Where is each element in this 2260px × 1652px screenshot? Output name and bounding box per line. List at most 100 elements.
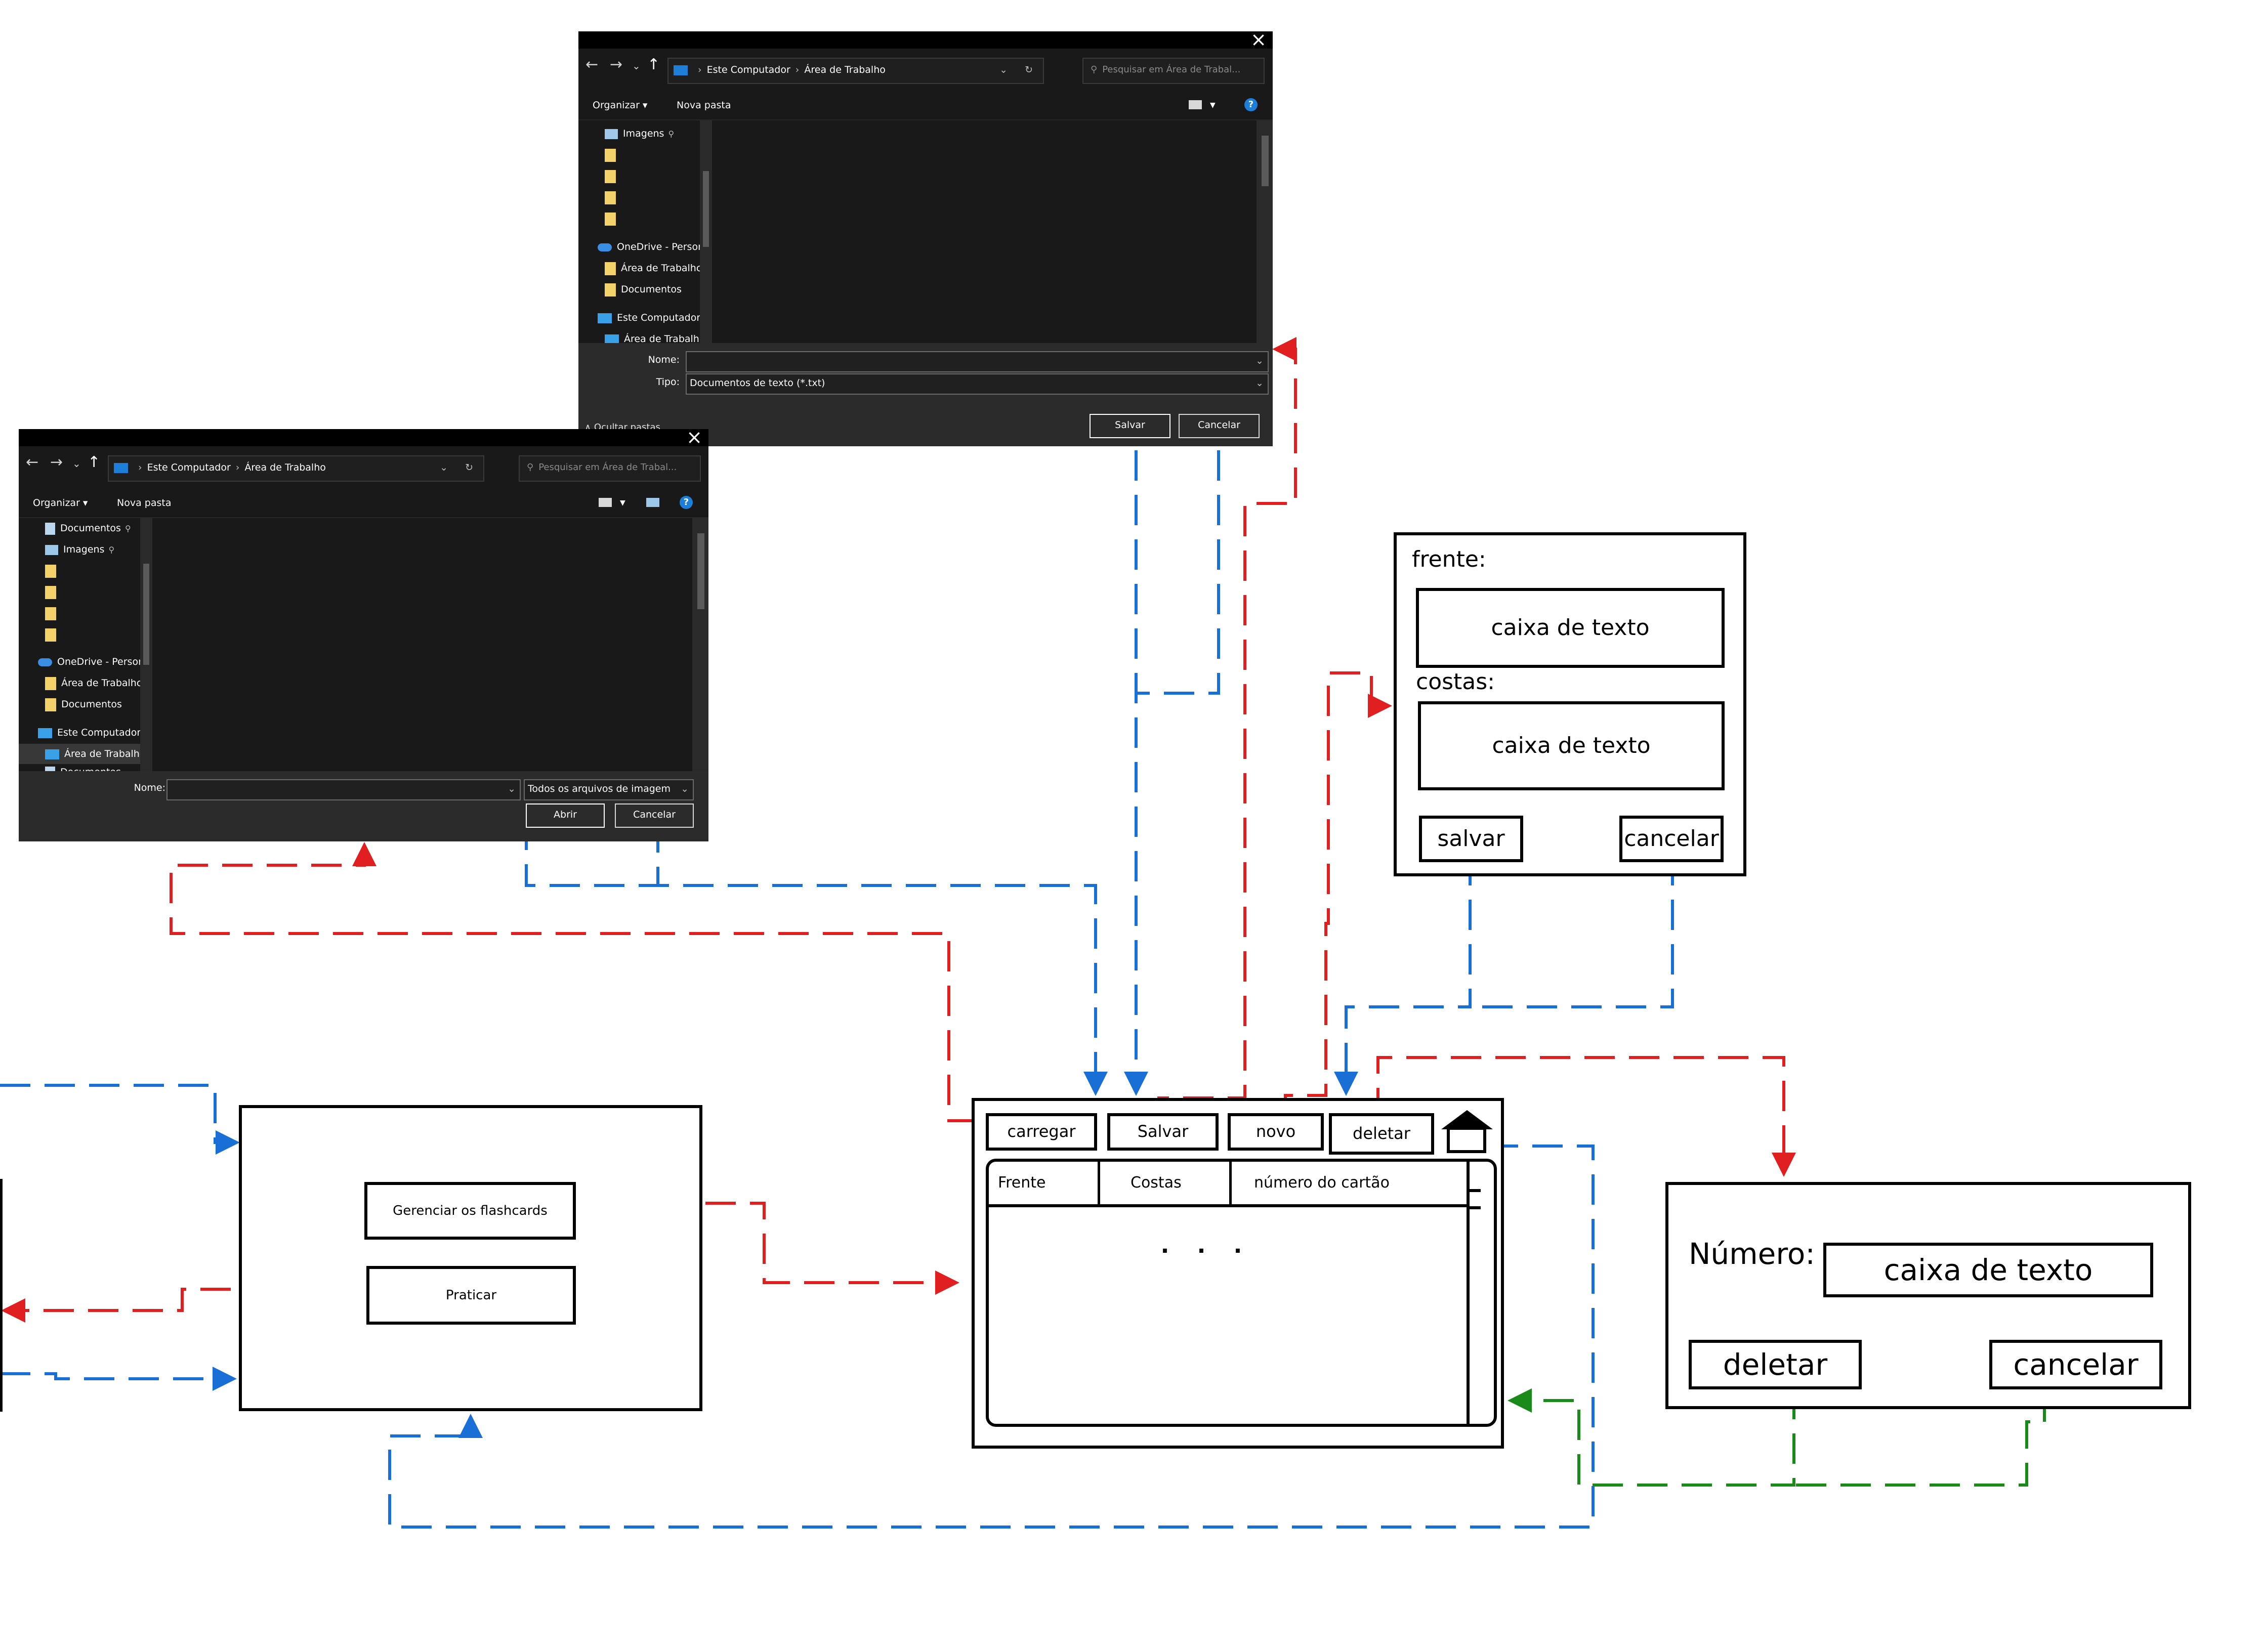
nav-item[interactable]: Este Computador	[38, 723, 155, 743]
path-root[interactable]: Este Computador	[706, 64, 790, 75]
view-options-icon[interactable]	[1189, 100, 1202, 109]
cancel-button[interactable]: cancelar	[1619, 816, 1724, 862]
nav-item[interactable]: OneDrive - Persor	[38, 652, 155, 672]
nav-item-selected[interactable]: Área de Trabalhc	[19, 744, 140, 764]
nav-item[interactable]: Documentos	[45, 762, 155, 771]
back-arrow-icon[interactable]: ←	[585, 56, 599, 73]
address-bar[interactable]: ›Este Computador›Área de Trabalho ⌄ ↻	[667, 58, 1044, 84]
view-options-icon[interactable]	[599, 498, 612, 507]
nav-item[interactable]: Área de Trabalhc	[605, 258, 715, 278]
nav-folder[interactable]	[605, 145, 625, 165]
file-list-scrollbar[interactable]	[692, 518, 708, 771]
nav-folder[interactable]	[605, 166, 625, 186]
open-button[interactable]: Abrir	[526, 803, 605, 828]
path-leaf[interactable]: Área de Trabalho	[244, 462, 326, 473]
practice-button[interactable]: Praticar	[366, 1266, 576, 1325]
forward-arrow-icon[interactable]: →	[610, 56, 623, 73]
help-icon[interactable]: ?	[680, 496, 693, 509]
table-scrollbar[interactable]	[1467, 1162, 1481, 1424]
save-button[interactable]: salvar	[1419, 816, 1523, 862]
view-dropdown-icon[interactable]: ▼	[1210, 101, 1216, 109]
nav-item[interactable]: Área de Trabalhc	[45, 673, 155, 693]
cancel-button[interactable]: Cancelar	[615, 803, 694, 828]
nav-item[interactable]: Área de Trabalhc	[605, 329, 715, 349]
flashcard-table[interactable]: Frente Costas número do cartão . . .	[986, 1159, 1497, 1427]
search-input[interactable]: ⚲Pesquisar em Área de Trabal...	[519, 455, 701, 482]
load-button[interactable]: carregar	[986, 1113, 1097, 1151]
nav-item[interactable]: Imagens⚲	[45, 539, 151, 560]
home-icon[interactable]	[1440, 1108, 1494, 1154]
nav-scrollbar[interactable]	[700, 120, 712, 343]
nav-item[interactable]: OneDrive - Persor	[598, 237, 715, 257]
new-folder-button[interactable]: Nova pasta	[677, 100, 731, 111]
front-text-box[interactable]: caixa de texto	[1416, 588, 1725, 668]
preview-pane-icon[interactable]	[646, 498, 659, 507]
up-arrow-icon[interactable]: ↑	[647, 56, 660, 73]
nav-item[interactable]: Documentos⚲	[45, 518, 151, 538]
manage-flashcards-button[interactable]: Gerenciar os flashcards	[364, 1182, 576, 1240]
new-folder-button[interactable]: Nova pasta	[117, 497, 172, 509]
chevron-down-icon[interactable]: ⌄	[1255, 355, 1264, 366]
forward-arrow-icon[interactable]: →	[50, 453, 63, 471]
path-root[interactable]: Este Computador	[147, 462, 231, 473]
file-scroll-thumb[interactable]	[697, 533, 704, 609]
file-name-input[interactable]: ⌄	[166, 779, 521, 800]
column-header-back[interactable]: Costas	[1100, 1162, 1232, 1204]
file-list[interactable]	[716, 120, 1257, 343]
file-list-scrollbar[interactable]	[1257, 120, 1273, 343]
nav-folder[interactable]	[605, 187, 625, 207]
nav-scroll-thumb[interactable]	[143, 564, 149, 665]
chevron-down-icon[interactable]: ⌄	[999, 64, 1008, 75]
close-icon[interactable]: ×	[686, 429, 702, 448]
path-leaf[interactable]: Área de Trabalho	[804, 64, 886, 75]
nav-folder[interactable]	[45, 561, 65, 581]
nav-scroll-thumb[interactable]	[703, 171, 709, 247]
nav-folder[interactable]	[605, 208, 625, 229]
red-connector	[1284, 671, 1392, 1118]
organize-menu[interactable]: Organizar ▾	[593, 100, 648, 111]
refresh-icon[interactable]: ↻	[465, 462, 473, 473]
chevron-down-icon[interactable]: ⌄	[508, 783, 516, 794]
nav-item[interactable]: Documentos	[605, 279, 715, 300]
back-arrow-icon[interactable]: ←	[26, 453, 39, 471]
nav-folder[interactable]	[45, 603, 65, 623]
save-button[interactable]: Salvar	[1090, 414, 1170, 438]
nav-folder[interactable]	[45, 582, 65, 602]
file-list[interactable]	[156, 518, 692, 771]
file-name-input[interactable]: ⌄	[686, 351, 1269, 372]
chevron-down-icon[interactable]: ⌄	[1255, 377, 1264, 389]
green-connector	[1794, 1391, 2046, 1487]
file-type-select[interactable]: Documentos de texto (*.txt)⌄	[686, 373, 1269, 395]
chevron-down-icon[interactable]: ⌄	[681, 783, 689, 794]
column-header-card-number[interactable]: número do cartão	[1254, 1174, 1390, 1192]
back-text-box[interactable]: caixa de texto	[1418, 701, 1725, 790]
file-type-filter-select[interactable]: Todos os arquivos de imagem⌄	[524, 779, 694, 800]
column-header-front[interactable]: Frente	[989, 1162, 1100, 1204]
cancel-button[interactable]: Cancelar	[1179, 414, 1260, 438]
up-arrow-icon[interactable]: ↑	[88, 453, 101, 471]
nav-item[interactable]: Este Computador	[598, 308, 715, 328]
red-connector	[1157, 337, 1297, 1118]
chevron-down-icon[interactable]: ⌄	[440, 462, 448, 473]
delete-button[interactable]: deletar	[1329, 1113, 1434, 1155]
recent-chevron-icon[interactable]: ⌄	[632, 60, 641, 72]
nav-scrollbar[interactable]	[140, 518, 152, 771]
view-dropdown-icon[interactable]: ▼	[620, 499, 625, 507]
new-button[interactable]: novo	[1228, 1113, 1324, 1151]
close-icon[interactable]: ×	[1250, 31, 1267, 51]
organize-menu[interactable]: Organizar ▾	[33, 497, 88, 509]
delete-button[interactable]: deletar	[1689, 1340, 1862, 1389]
nav-item[interactable]: Imagens⚲	[605, 123, 711, 144]
cancel-button[interactable]: cancelar	[1989, 1340, 2162, 1389]
help-icon[interactable]: ?	[1244, 98, 1258, 111]
nav-folder[interactable]	[45, 624, 65, 645]
nav-item[interactable]: Documentos	[45, 694, 155, 714]
refresh-icon[interactable]: ↻	[1025, 64, 1033, 75]
address-bar[interactable]: ›Este Computador›Área de Trabalho ⌄ ↻	[108, 455, 484, 482]
scroll-thumb[interactable]	[1470, 1189, 1481, 1209]
recent-chevron-icon[interactable]: ⌄	[72, 457, 81, 470]
search-input[interactable]: ⚲Pesquisar em Área de Trabal...	[1082, 58, 1265, 84]
number-text-box[interactable]: caixa de texto	[1823, 1243, 2153, 1297]
file-scroll-thumb[interactable]	[1262, 136, 1269, 186]
save-button[interactable]: Salvar	[1107, 1113, 1219, 1151]
